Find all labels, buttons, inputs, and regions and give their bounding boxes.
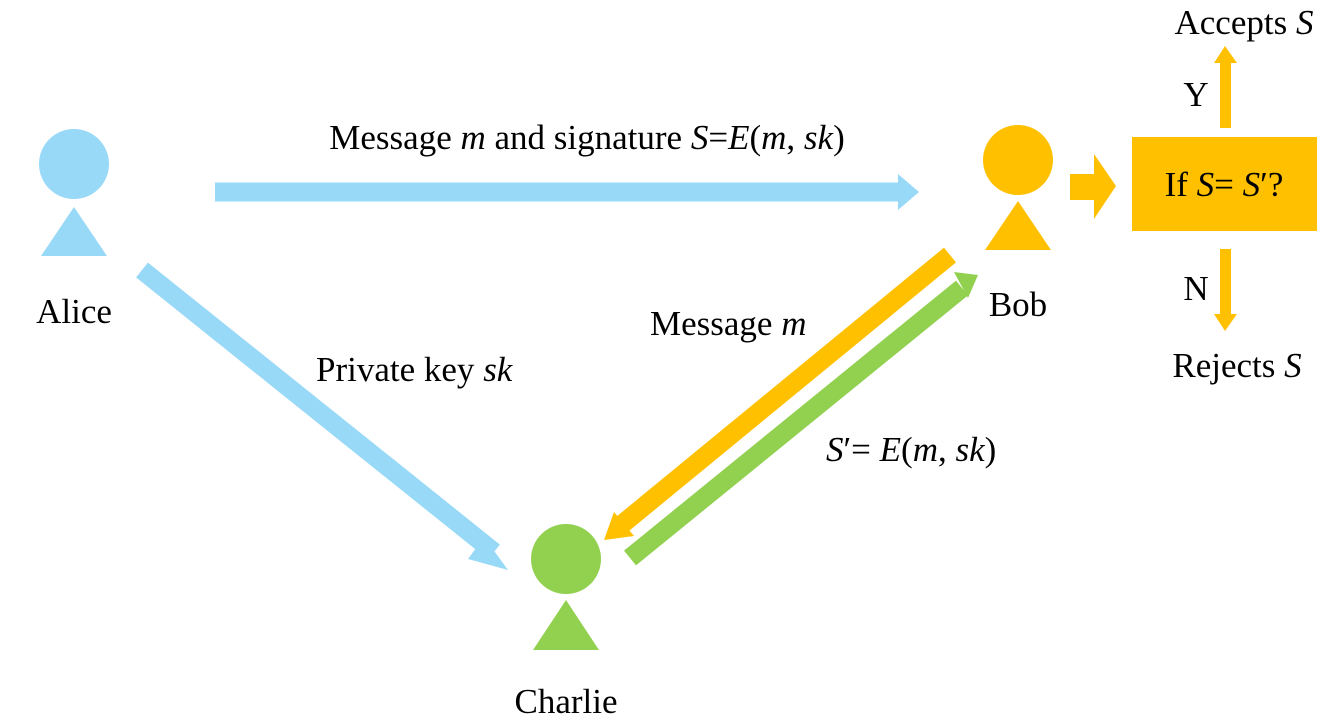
rejects-label: Rejects S xyxy=(1172,346,1301,385)
decision-box xyxy=(1132,137,1317,231)
charlie-to-bob-arrow xyxy=(624,272,978,566)
yes-branch-shaft xyxy=(1220,60,1231,128)
bob-body xyxy=(985,201,1051,250)
bob-to-charlie-shaft xyxy=(613,247,957,534)
alice-to-bob-label: Message m and signature S=E(m, sk) xyxy=(329,118,844,157)
bob-head xyxy=(983,125,1053,195)
bob-to-decision-arrow xyxy=(1070,154,1116,219)
alice-to-bob-arrow xyxy=(215,174,919,210)
charlie-label: Charlie xyxy=(514,682,617,721)
bob-label: Bob xyxy=(989,285,1047,324)
alice-head xyxy=(39,129,109,199)
accepts-label: Accepts S xyxy=(1175,3,1314,42)
bob-to-charlie-label: Message m xyxy=(650,304,807,343)
charlie-to-bob-head xyxy=(954,272,978,298)
bob-actor: Bob xyxy=(983,125,1053,324)
charlie-body xyxy=(533,600,599,650)
decision-label: If S= S′? xyxy=(1165,165,1284,204)
alice-label: Alice xyxy=(36,292,112,331)
alice-to-bob-head xyxy=(898,174,919,210)
charlie-to-bob-label: S′= E(m, sk) xyxy=(826,430,996,469)
no-branch-arrow xyxy=(1214,249,1237,331)
bob-to-charlie-head xyxy=(604,512,634,540)
yes-branch-arrow xyxy=(1214,46,1237,128)
alice-to-charlie-label: Private key sk xyxy=(316,350,514,389)
no-branch-shaft xyxy=(1220,249,1231,316)
alice-to-charlie-head xyxy=(468,537,508,570)
decision-block: If S= S′? xyxy=(1132,137,1317,231)
charlie-head xyxy=(531,524,601,594)
yes-label: Y xyxy=(1183,75,1208,114)
no-branch-head xyxy=(1214,314,1237,331)
alice-to-charlie-arrow xyxy=(136,262,508,570)
bob-to-charlie-arrow xyxy=(604,247,957,540)
charlie-to-bob-shaft xyxy=(624,280,968,566)
alice-body xyxy=(41,207,107,256)
no-label: N xyxy=(1183,269,1208,308)
alice-to-charlie-shaft xyxy=(136,262,500,560)
charlie-actor: Charlie xyxy=(514,524,618,721)
yes-branch-head xyxy=(1214,46,1237,63)
alice-actor: Alice xyxy=(36,129,112,331)
